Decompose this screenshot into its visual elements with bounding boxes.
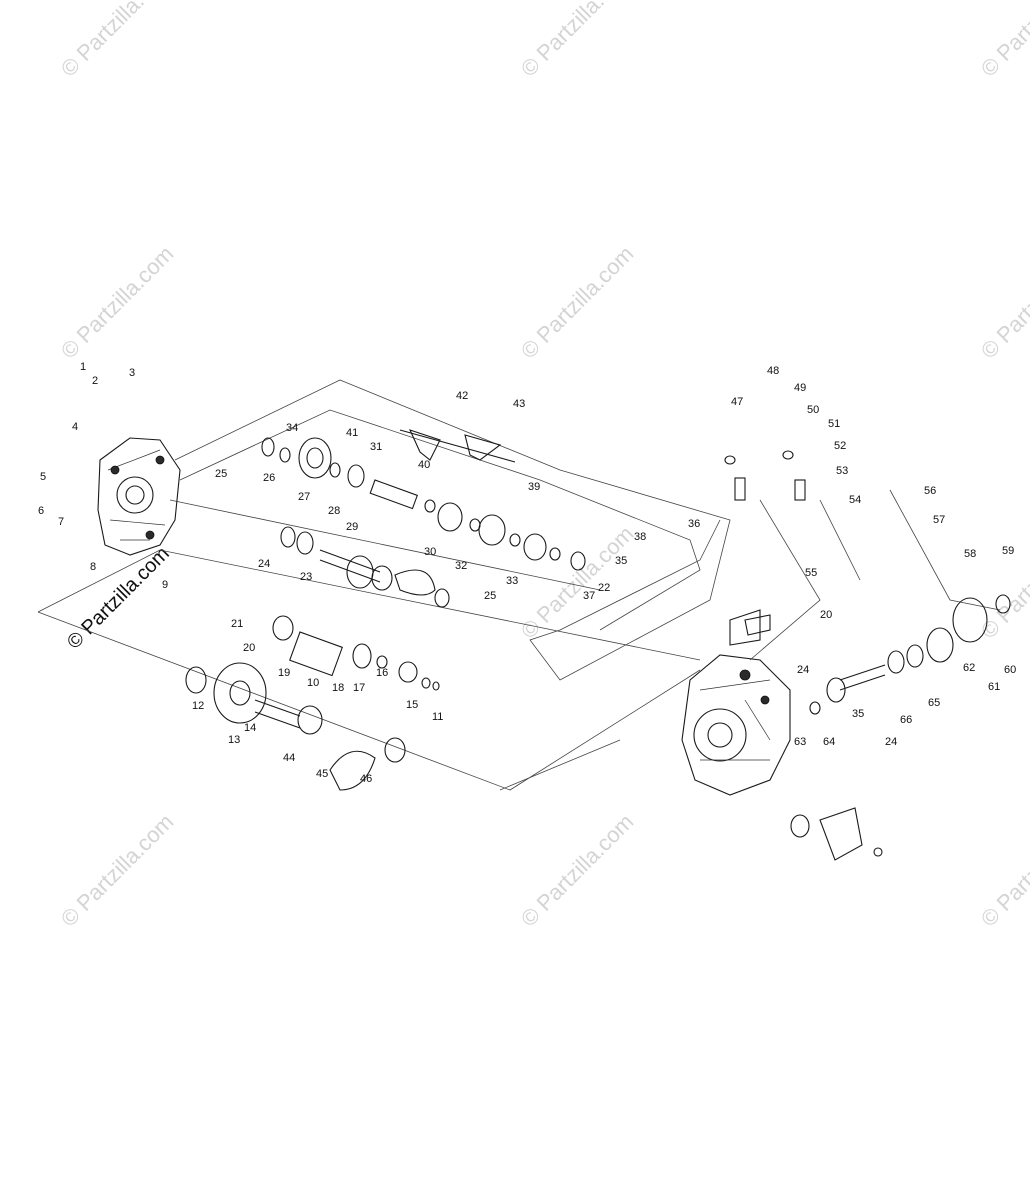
watermark-text: © Partzilla.com <box>56 241 179 364</box>
callout-label: 23 <box>300 571 312 583</box>
watermark-text: © Partzilla.com <box>516 0 639 82</box>
callout-label: 3 <box>129 367 135 379</box>
callout-label: 48 <box>767 365 779 377</box>
callout-label: 36 <box>688 518 700 530</box>
callout-label: 11 <box>432 711 443 723</box>
callout-label: 53 <box>836 465 848 477</box>
watermark-text: © Partzilla.com <box>56 809 179 932</box>
callout-label: 35 <box>615 555 627 567</box>
callout-label: 44 <box>283 752 295 764</box>
callout-label: 8 <box>90 561 96 573</box>
callout-label: 15 <box>406 699 418 711</box>
callout-label: 64 <box>823 736 835 748</box>
callout-label: 41 <box>346 427 358 439</box>
callout-label: 60 <box>1004 664 1016 676</box>
callout-label: 49 <box>794 382 806 394</box>
watermark-text: © Partzilla.com <box>516 241 639 364</box>
callout-label: 58 <box>964 548 976 560</box>
callout-label: 19 <box>278 667 290 679</box>
callout-label: 16 <box>376 667 388 679</box>
callout-label: 43 <box>513 398 525 410</box>
callout-label: 65 <box>928 697 940 709</box>
callout-label: 4 <box>72 421 78 433</box>
callout-label: 28 <box>328 505 340 517</box>
callout-label: 20 <box>820 609 832 621</box>
watermark-text: © Partzilla.com <box>56 0 179 82</box>
right-case-half <box>681 654 791 796</box>
callout-label: 55 <box>805 567 817 579</box>
callout-label: 66 <box>900 714 912 726</box>
callout-label: 24 <box>797 664 809 676</box>
callout-label: 1 <box>80 361 86 373</box>
callout-label: 22 <box>598 582 610 594</box>
parts-group <box>185 429 1011 861</box>
callout-label: 21 <box>231 618 243 630</box>
callout-label: 20 <box>243 642 255 654</box>
callout-label: 30 <box>424 546 436 558</box>
callout-label: 47 <box>731 396 743 408</box>
watermark-text: © Partzilla.com <box>976 241 1030 364</box>
watermark-text: © Partzilla.com <box>976 809 1030 932</box>
watermark-text: © Partzilla.com <box>516 809 639 932</box>
callout-label: 9 <box>162 579 168 591</box>
callout-label: 61 <box>988 681 1000 693</box>
callout-label: 2 <box>92 375 98 387</box>
callout-label: 35 <box>852 708 864 720</box>
watermark-text: © Partzilla.com <box>516 521 639 644</box>
callout-label: 31 <box>370 441 382 453</box>
diagram-watermark: © Partzilla.com <box>63 543 174 654</box>
callout-label: 10 <box>307 677 319 689</box>
callout-label: 52 <box>834 440 846 452</box>
watermark-text: © Partzilla.com <box>976 521 1030 644</box>
callout-label: 37 <box>583 590 595 602</box>
callout-label: 45 <box>316 768 328 780</box>
callout-label: 34 <box>286 422 298 434</box>
callout-label: 7 <box>58 516 64 528</box>
callout-label: 25 <box>484 590 496 602</box>
callout-label: 18 <box>332 682 344 694</box>
callout-label: 39 <box>528 481 540 493</box>
callout-label: 5 <box>40 471 46 483</box>
callout-label: 42 <box>456 390 468 402</box>
callout-label: 62 <box>963 662 975 674</box>
callout-label: 6 <box>38 505 44 517</box>
callout-label: 27 <box>298 491 310 503</box>
callout-label: 56 <box>924 485 936 497</box>
callout-label: 57 <box>933 514 945 526</box>
callout-label: 33 <box>506 575 518 587</box>
callout-label: 32 <box>455 560 467 572</box>
callout-label: 17 <box>353 682 365 694</box>
watermark-text: © Partzilla.com <box>976 0 1030 82</box>
callout-label: 24 <box>258 558 270 570</box>
callout-label: 40 <box>418 459 430 471</box>
callout-label: 46 <box>360 773 372 785</box>
callout-label: 13 <box>228 734 240 746</box>
callout-label: 24 <box>885 736 897 748</box>
callout-label: 25 <box>215 468 227 480</box>
callout-label: 14 <box>244 722 256 734</box>
callout-label: 63 <box>794 736 806 748</box>
callout-label: 50 <box>807 404 819 416</box>
assembly-frame-lines <box>37 379 1001 791</box>
callout-label: 29 <box>346 521 358 533</box>
callout-label: 59 <box>1002 545 1014 557</box>
left-case-half <box>97 437 181 556</box>
callout-label: 51 <box>828 418 840 430</box>
callout-label: 38 <box>634 531 646 543</box>
watermark-group: © Partzilla.com © Partzilla.com © Partzill… <box>56 0 1030 932</box>
callout-label: 26 <box>263 472 275 484</box>
callout-label: 54 <box>849 494 861 506</box>
callout-label: 12 <box>192 700 204 712</box>
